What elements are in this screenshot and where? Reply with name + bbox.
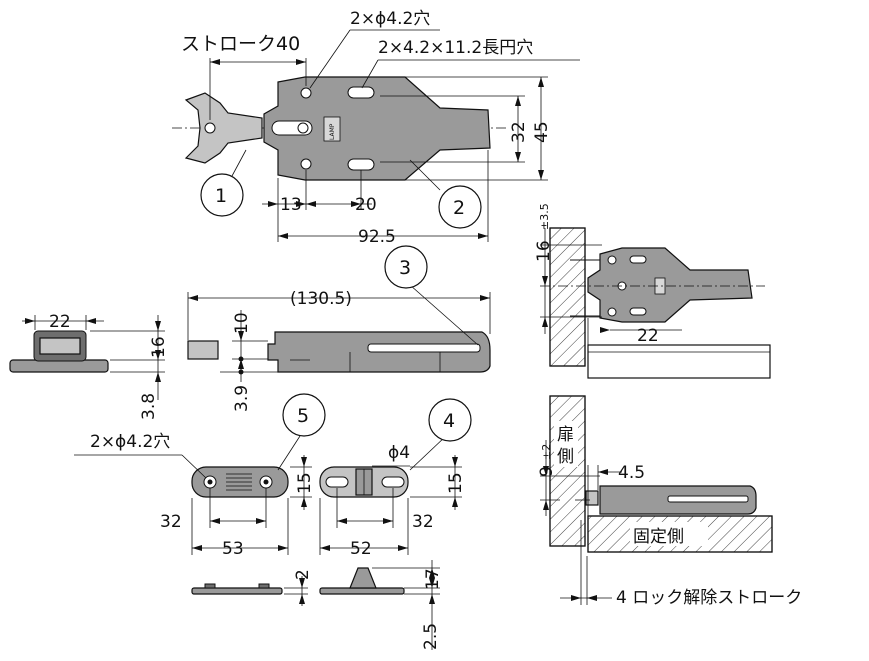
fixed-side-label: 固定側 [633,527,684,547]
dim-13: 13 [280,195,302,215]
main-top-view: LAMP ストローク40 2×ϕ4.2穴 2×4.2×11.2長円穴 32 45 [172,9,580,247]
dim-15-part5: 15 [295,472,315,494]
dim-10: 10 [232,312,252,334]
logo-text: LAMP [329,123,336,140]
callout-1: 1 [215,185,227,207]
dim-52: 52 [350,539,372,559]
callout-4: 4 [443,410,455,432]
dim-2: 2 [293,569,313,580]
dim-16-end: 16 [149,336,169,358]
door-side-label: 扉 [557,425,574,445]
dim-3-9: 3.9 [232,385,252,412]
dim-4-5: 4.5 [618,463,645,483]
door-side-label-2: 側 [557,447,574,467]
dim-22-end: 22 [49,312,71,332]
dim-32-part4: 32 [412,512,434,532]
side-view: (130.5) 10 3.9 3 [187,245,491,412]
stroke-40-label: ストローク40 [181,33,300,55]
dim-17: 17 [423,568,443,590]
slot-hole-label: 2×4.2×11.2長円穴 [378,38,533,58]
tol-2: ±2 [540,444,553,460]
part-5-view: 2×ϕ4.2穴 15 32 53 2 5 [74,393,326,606]
slot-hole-bottom [347,158,375,171]
part-4-view: ϕ4 15 32 52 17 2.5 4 [319,398,472,650]
round-hole-top [300,87,312,99]
dim-32: 32 [509,121,529,143]
end-view: 22 16 3.8 [9,312,169,420]
dim-20: 20 [355,195,377,215]
dim-45: 45 [532,121,552,143]
part5-hole-label: 2×ϕ4.2穴 [90,432,170,452]
dim-3-8: 3.8 [139,393,159,420]
callout-2: 2 [453,197,465,219]
dim-22-installed: 22 [637,326,659,346]
callout-3: 3 [399,257,411,279]
installed-latch-body [587,247,753,323]
dim-16-tol: 16 [534,240,554,262]
dim-phi4: ϕ4 [388,443,410,463]
dim-2-5: 2.5 [421,623,441,650]
catch-part-1 [184,92,263,164]
dim-53: 53 [222,539,244,559]
slot-hole-top [347,86,375,99]
dim-15-part4: 15 [446,472,466,494]
dim-9: 9 [537,466,557,477]
dim-32-part5: 32 [160,512,182,532]
round-hole-bottom [300,158,312,170]
dim-130-5: (130.5) [290,289,352,309]
installed-side-view: 扉 側 扉側 固定側 9 ±2 4.5 4 ロック解除ストローク [537,395,802,608]
round-hole-label: 2×ϕ4.2穴 [350,9,430,29]
release-stroke-label: 4 ロック解除ストローク [616,588,802,608]
dim-92-5: 92.5 [358,227,396,247]
callout-5: 5 [297,405,309,427]
tol-3-5: ±3.5 [538,203,551,230]
installed-top-view: 16 ±3.5 22 [534,203,771,379]
